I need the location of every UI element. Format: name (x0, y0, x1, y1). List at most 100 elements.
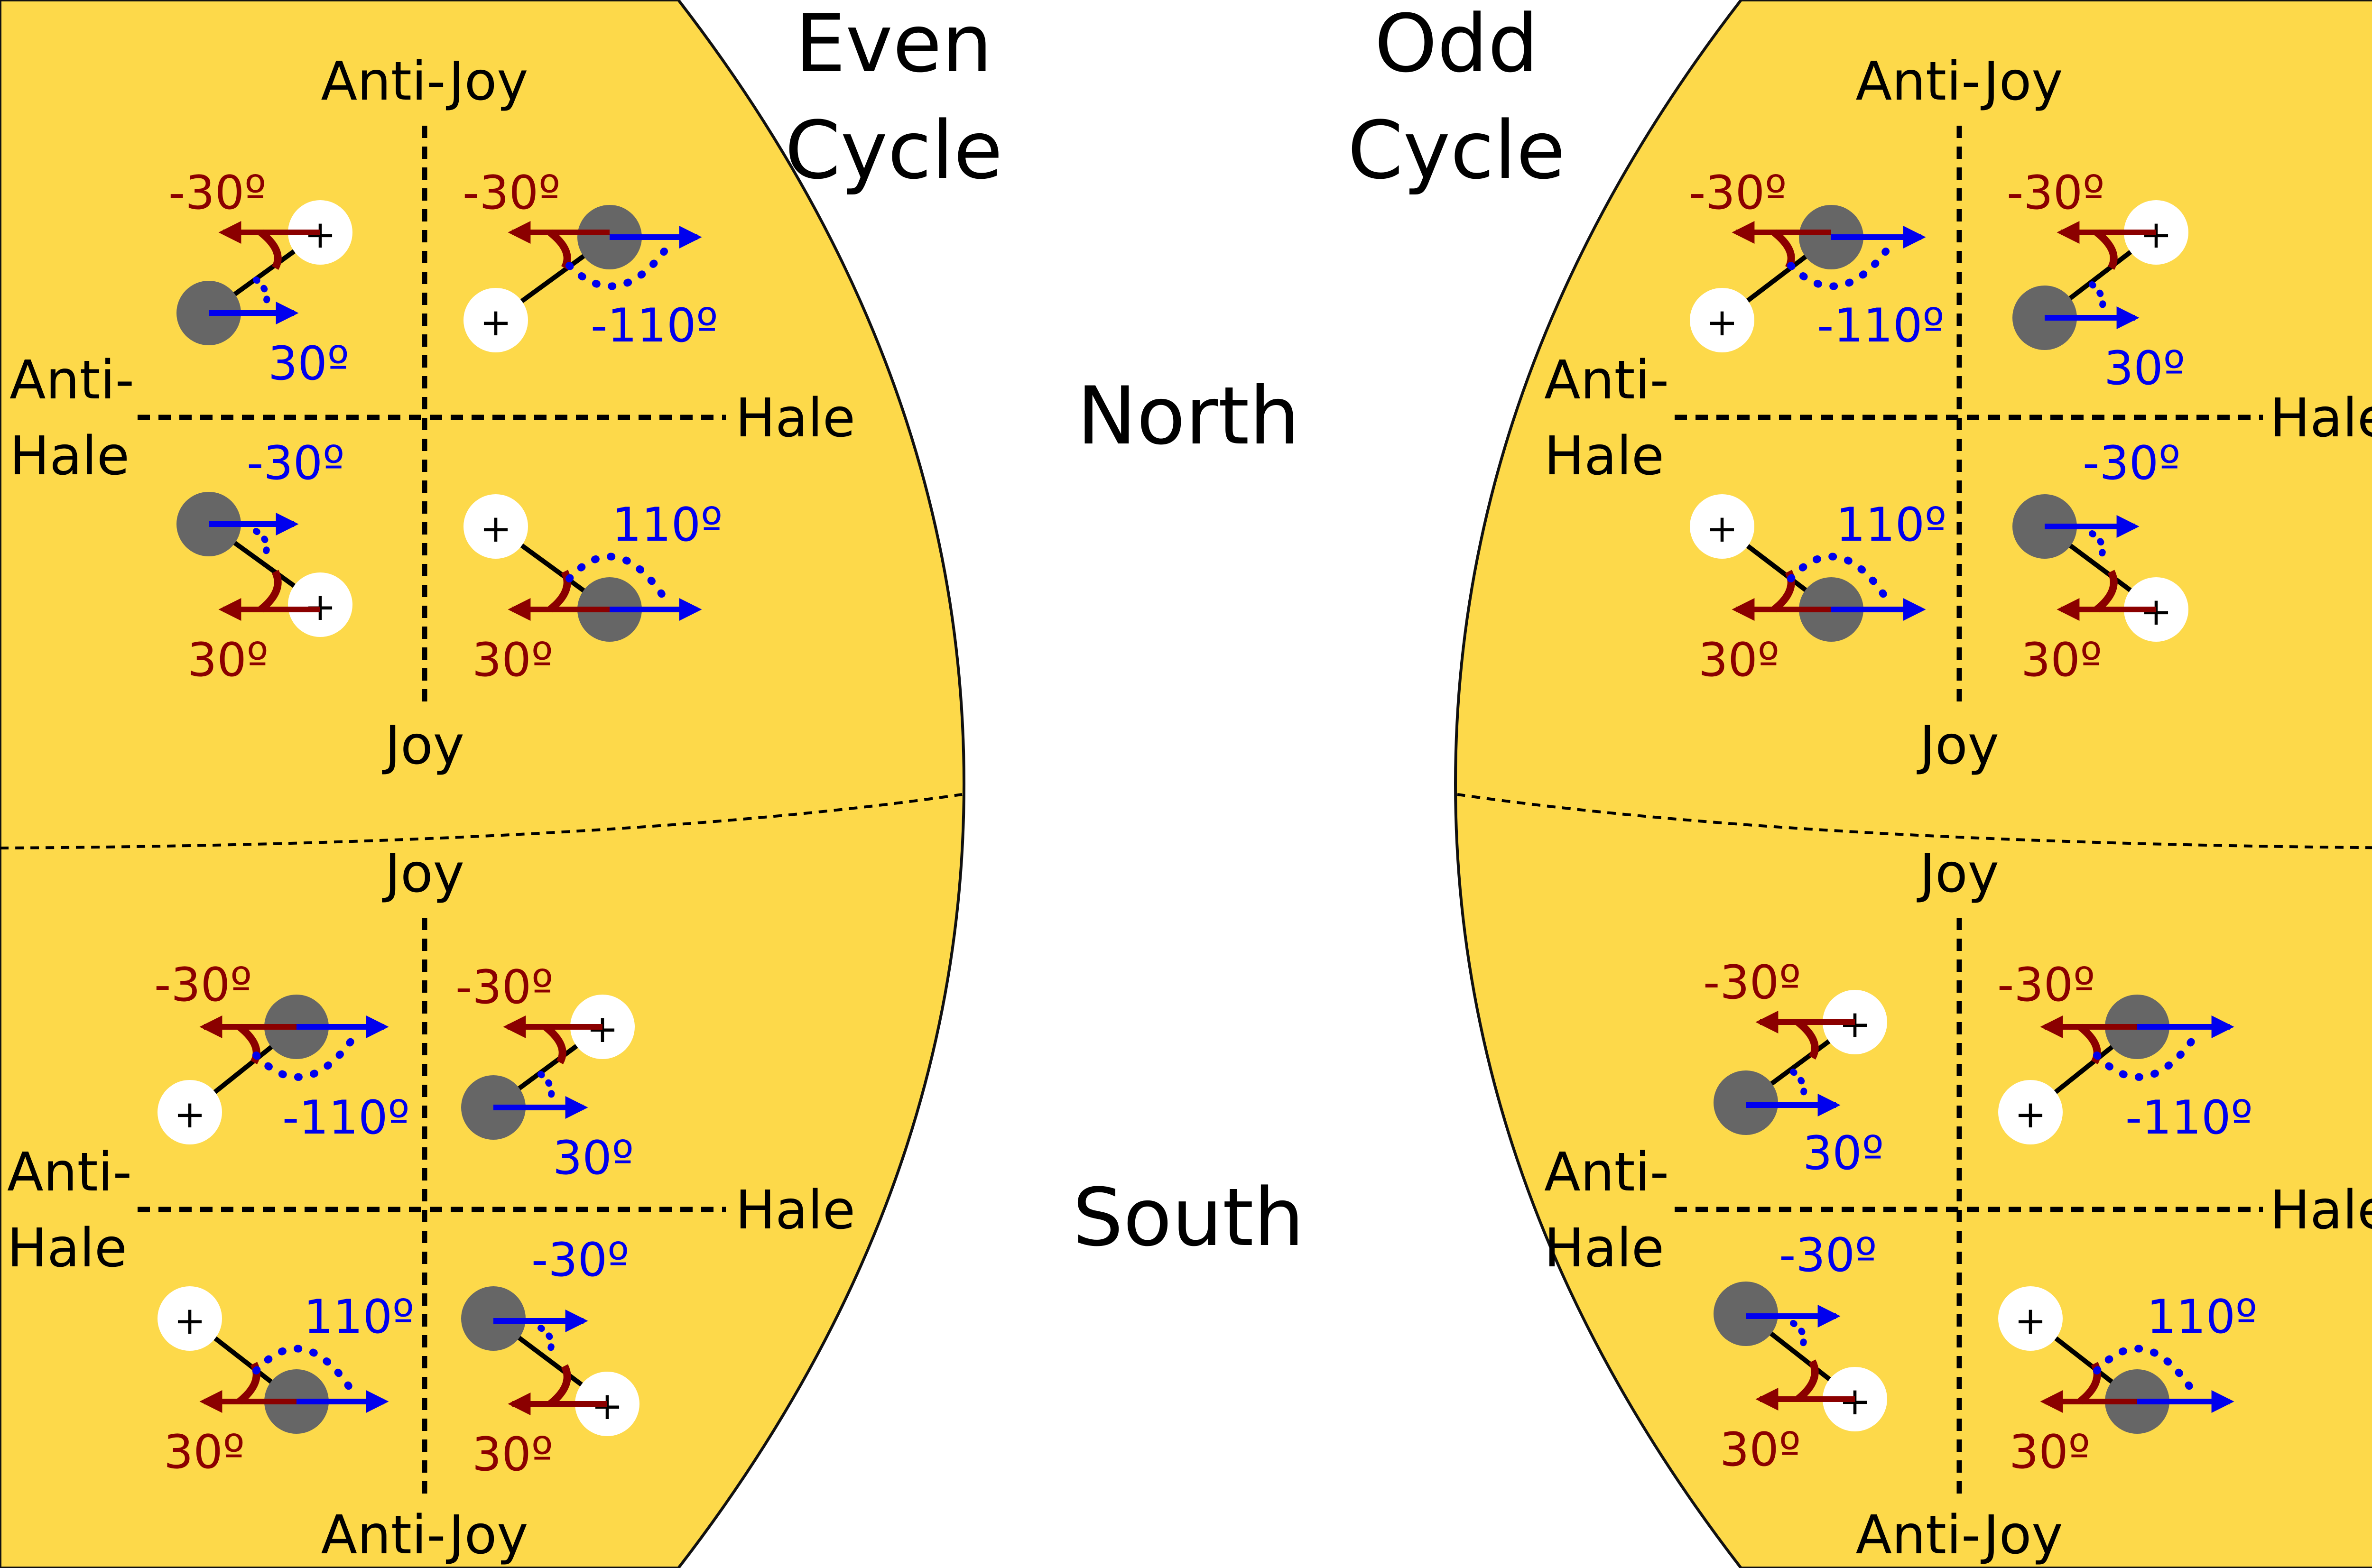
blue-angle-label: 110º (2147, 1290, 2257, 1344)
blue-angle-label: 30º (553, 1131, 634, 1185)
red-angle-label: -30º (1997, 958, 2095, 1012)
label-anti-hale-1: Anti- (9, 350, 134, 411)
south-label: South (1073, 1171, 1304, 1264)
label-hale: Hale (735, 1180, 855, 1241)
label-hale: Hale (2270, 387, 2372, 449)
right-equator-line (1457, 793, 2372, 849)
red-angle-label: 30º (472, 1428, 553, 1482)
sunspot-pair: + -30º 30º (1703, 956, 1887, 1181)
plus-sign: + (1706, 507, 1738, 551)
red-angle-label: -30º (168, 166, 266, 220)
label-anti-hale-2: Hale (1544, 1218, 1664, 1279)
even-title-line2: Cycle (785, 104, 1002, 197)
blue-angle-label: -30º (531, 1233, 629, 1287)
blue-angle-label: 110º (612, 498, 723, 552)
red-angle-label: -30º (1703, 956, 1801, 1010)
sunspot-pair: + -30º -110º (1689, 166, 1945, 353)
sunspot-pair: + -30º -110º (154, 958, 410, 1145)
red-angle-label: 30º (164, 1425, 245, 1479)
right-sun-disk (1454, 0, 2372, 1568)
sunspot-pair: + -30º 30º (2012, 436, 2188, 687)
label-anti-hale-1: Anti- (7, 1142, 132, 1203)
sunspot-pair: + -30º 30º (168, 166, 352, 391)
sunspot-pair: + 110º 30º (1690, 494, 1946, 687)
panel-even-south: Joy Anti-Joy Anti- Hale Hale + -30º -110… (7, 843, 855, 1566)
red-angle-label: -30º (463, 166, 560, 220)
odd-title-line1: Odd (1374, 0, 1538, 90)
plus-sign: + (480, 300, 511, 344)
blue-angle-label: 30º (268, 337, 349, 391)
sunspot-pair: + -30º -110º (1997, 958, 2253, 1145)
sunspot-pair: + 110º 30º (463, 494, 723, 687)
panel-odd-south: Joy Anti-Joy Anti- Hale Hale + -30º 30º … (1544, 843, 2372, 1566)
red-angle-label: 30º (1720, 1423, 1801, 1477)
label-joy: Joy (382, 715, 464, 776)
label-hale: Hale (735, 387, 855, 449)
plus-sign: + (2014, 1299, 2046, 1343)
red-angle-label: 30º (2009, 1425, 2090, 1479)
sunspot-pair: + -30º -110º (463, 166, 718, 353)
following-spot (463, 494, 528, 559)
panel-even-north: Anti-Joy Joy Anti- Hale Hale + -30º 30º … (9, 51, 855, 776)
blue-angle-label: -110º (282, 1091, 410, 1145)
label-anti-hale-2: Hale (7, 1218, 127, 1279)
following-spot (1998, 1080, 2063, 1144)
label-anti-hale-2: Hale (1544, 425, 1664, 487)
following-spot (1690, 494, 1754, 559)
following-spot (1690, 288, 1754, 352)
red-angle-label: 30º (472, 633, 553, 687)
even-title-line1: Even (795, 0, 992, 90)
label-anti-joy: Anti-Joy (321, 51, 528, 112)
red-angle-label: -30º (2007, 166, 2104, 220)
sunspot-pair: + 110º 30º (1998, 1286, 2257, 1479)
following-spot (158, 1286, 222, 1351)
red-angle-label: -30º (154, 958, 252, 1012)
blue-angle-label: 110º (304, 1290, 414, 1344)
following-spot (158, 1080, 222, 1144)
label-joy: Joy (1917, 843, 1999, 904)
blue-angle-label: -30º (2083, 436, 2180, 490)
label-anti-joy: Anti-Joy (1855, 1504, 2063, 1566)
sunspot-pair: + 110º 30º (158, 1286, 414, 1479)
sunspot-pair: + -30º 30º (461, 1233, 639, 1482)
label-hale: Hale (2270, 1180, 2372, 1241)
plus-sign: + (174, 1299, 205, 1343)
blue-angle-label: -30º (247, 436, 344, 490)
following-spot (463, 288, 528, 352)
label-anti-hale-2: Hale (9, 425, 130, 487)
blue-angle-label: 110º (1836, 498, 1946, 552)
label-anti-hale-1: Anti- (1544, 350, 1669, 411)
label-anti-joy: Anti-Joy (321, 1504, 528, 1566)
panel-odd-north: Anti-Joy Joy Anti- Hale Hale + -30º -110… (1544, 51, 2372, 776)
red-angle-label: 30º (1698, 633, 1779, 687)
label-anti-joy: Anti-Joy (1855, 51, 2063, 112)
plus-sign: + (174, 1092, 205, 1136)
red-angle-label: -30º (455, 960, 553, 1015)
label-anti-hale-1: Anti- (1544, 1142, 1669, 1203)
blue-angle-label: -110º (2125, 1091, 2253, 1145)
plus-sign: + (480, 507, 511, 551)
blue-angle-label: -30º (1779, 1228, 1877, 1282)
sunspot-pair: + -30º 30º (455, 960, 635, 1185)
blue-angle-label: -110º (1817, 299, 1945, 353)
following-spot (1998, 1286, 2063, 1351)
blue-angle-label: 30º (2104, 341, 2185, 396)
label-joy: Joy (382, 843, 464, 904)
sunspot-pair: + -30º 30º (1714, 1228, 1887, 1477)
plus-sign: + (2014, 1092, 2046, 1136)
sunspot-pair: + -30º 30º (2007, 166, 2188, 396)
blue-angle-label: -110º (591, 299, 718, 353)
odd-title-line2: Cycle (1347, 104, 1565, 197)
red-angle-label: -30º (1689, 166, 1787, 220)
following-spot (288, 572, 352, 637)
blue-angle-label: 30º (1803, 1126, 1884, 1181)
north-label: North (1077, 369, 1300, 462)
label-joy: Joy (1917, 715, 1999, 776)
red-angle-label: 30º (2021, 633, 2102, 687)
plus-sign: + (1706, 300, 1738, 344)
sunspot-pair: + -30º 30º (176, 436, 352, 687)
red-angle-label: 30º (187, 633, 269, 687)
left-equator-line (0, 793, 963, 849)
left-sun-disk (0, 0, 966, 1568)
